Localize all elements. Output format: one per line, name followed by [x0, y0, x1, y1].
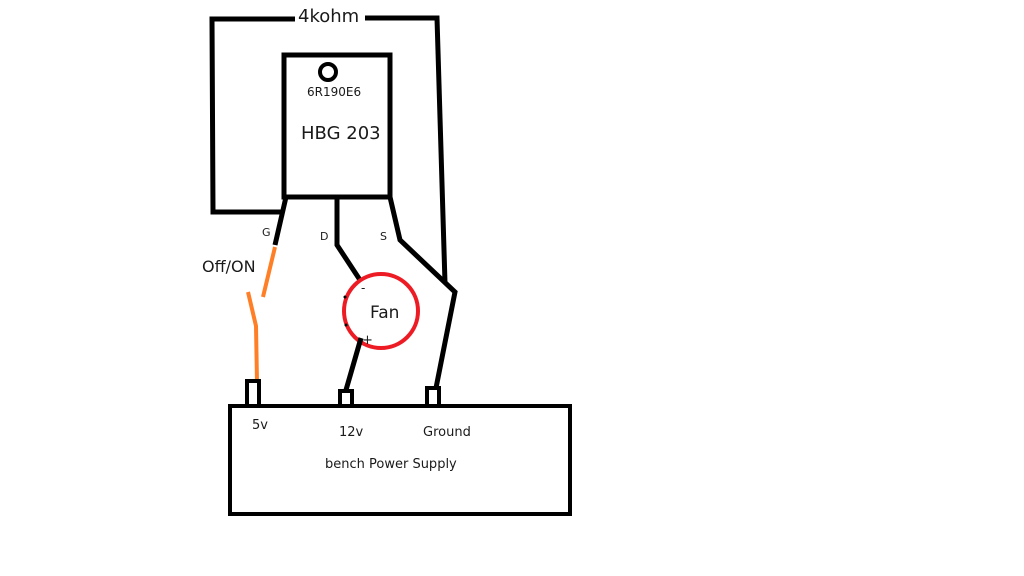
- transistor-mount-hole: [318, 62, 338, 82]
- switch-blade-upper: [261, 246, 277, 298]
- fan-positive-lead: [343, 337, 364, 391]
- gate-pin-label: G: [262, 226, 271, 239]
- terminal-5v-label: 5v: [252, 418, 268, 433]
- drain-pin-label: D: [320, 230, 328, 243]
- power-supply-box: [228, 404, 572, 516]
- transistor-part-code: 6R190E6: [307, 85, 361, 99]
- resistor-wire: [209, 16, 295, 215]
- switch-blade-lower: [246, 291, 259, 383]
- terminal-5v: [245, 379, 261, 408]
- gate-lead: [272, 196, 289, 246]
- drain-lead: [334, 197, 363, 282]
- power-supply-title: bench Power Supply: [325, 457, 457, 472]
- resistor-label: 4kohm: [298, 6, 359, 27]
- fan-label: Fan: [370, 303, 399, 323]
- transistor-model: HBG 203: [301, 123, 381, 144]
- source-pin-label: S: [380, 230, 387, 243]
- switch-label: Off/ON: [202, 257, 256, 276]
- fan-dot-1: [343, 295, 347, 299]
- transistor-body: [281, 52, 393, 200]
- terminal-12v-label: 12v: [339, 425, 364, 440]
- terminal-12v: [338, 389, 354, 408]
- terminal-ground: [425, 386, 441, 408]
- fan-dot-2: [344, 323, 348, 327]
- source-lead: [387, 196, 458, 389]
- fan-ring: [342, 272, 420, 350]
- resistor-wire-right: [365, 15, 448, 284]
- fan-minus-label: -: [361, 281, 365, 295]
- terminal-ground-label: Ground: [423, 425, 471, 440]
- fan-plus-label: +: [362, 333, 373, 348]
